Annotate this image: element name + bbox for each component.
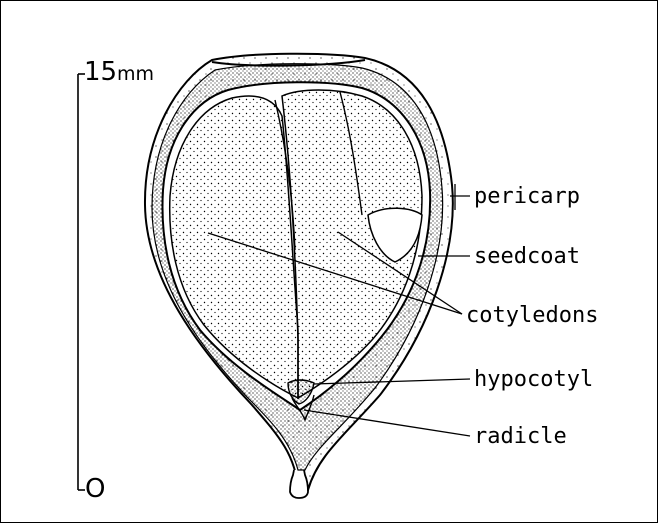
scale-bottom-value: O xyxy=(85,474,105,504)
scale-top-value: 15 xyxy=(84,57,117,87)
cotyledon-left xyxy=(170,96,298,398)
label-cotyledons: cotyledons xyxy=(466,303,598,328)
label-seedcoat: seedcoat xyxy=(474,244,580,269)
label-pericarp: pericarp xyxy=(474,184,580,209)
stalk xyxy=(290,470,308,498)
label-radicle: radicle xyxy=(474,424,567,449)
label-hypocotyl: hypocotyl xyxy=(474,367,593,392)
seed-pod xyxy=(145,54,453,498)
scale-bar: 15 mm O xyxy=(78,57,154,504)
scale-top-unit: mm xyxy=(117,63,154,85)
